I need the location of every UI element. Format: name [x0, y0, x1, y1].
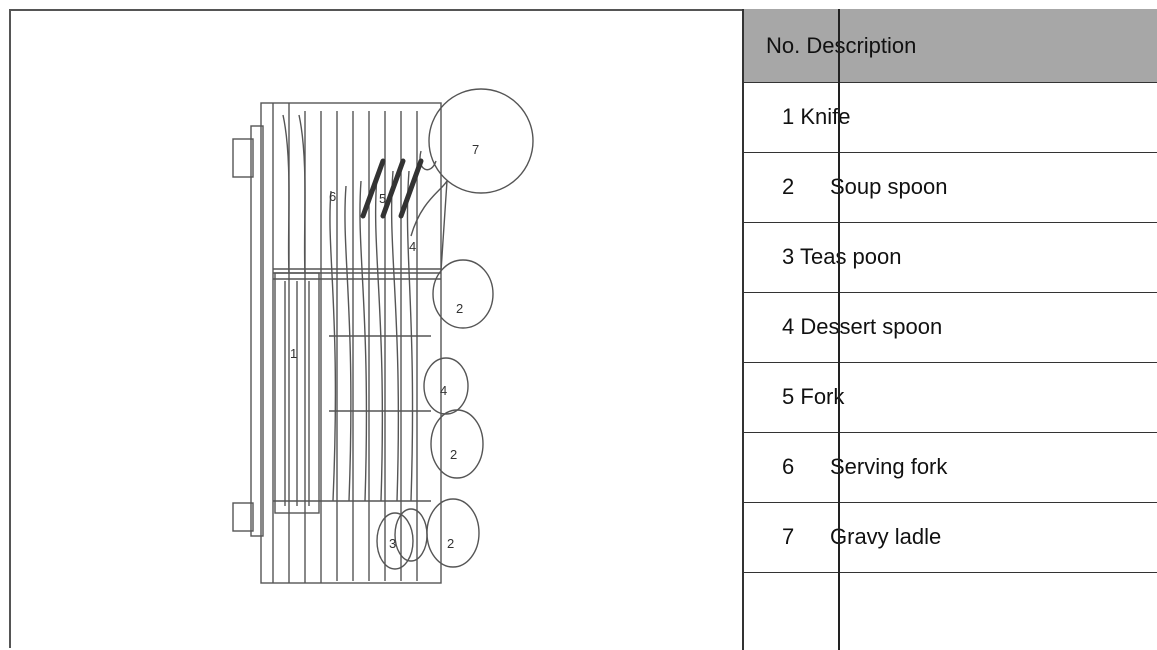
- callout-7: 7: [472, 142, 479, 157]
- callout-4-top: 4: [409, 239, 416, 254]
- cutlery-basket-drawing: 7 6 5 4 2 1 4 2 3 2: [232, 88, 534, 584]
- basket-outline: [260, 102, 442, 584]
- legend-row: 2 Soup spoon: [744, 153, 1157, 223]
- legend-header: No. Description: [744, 9, 1157, 83]
- legend-table: No. Description 1 Knife 2 Soup spoon 3 T…: [742, 9, 1157, 650]
- callout-4: 4: [440, 383, 447, 398]
- basket-handle-bottom: [232, 502, 254, 532]
- callout-5: 5: [379, 191, 386, 206]
- legend-row-empty: [744, 573, 1157, 643]
- callout-2-bottom: 2: [447, 536, 454, 551]
- callout-3: 3: [389, 536, 396, 551]
- basket-handle-top: [232, 138, 254, 178]
- legend-row: 4 Dessert spoon: [744, 293, 1157, 363]
- callout-2-middle: 2: [450, 447, 457, 462]
- gravy-ladle-bowl: [428, 88, 534, 194]
- legend-row-text: 5 Fork: [782, 384, 845, 409]
- legend-row: 6 Serving fork: [744, 433, 1157, 503]
- figure-frame: 7 6 5 4 2 1 4 2 3 2 No. Description 1 Kn…: [9, 9, 1157, 650]
- cutlery-basket-diagram: 7 6 5 4 2 1 4 2 3 2: [11, 11, 742, 648]
- legend-row-description: Soup spoon: [830, 174, 948, 199]
- legend-row-description: Gravy ladle: [830, 524, 942, 549]
- legend-row-number: 2: [782, 174, 795, 199]
- legend-row-number: 7: [782, 524, 795, 549]
- callout-2-top: 2: [456, 301, 463, 316]
- legend-row-description: Serving fork: [830, 454, 948, 479]
- callout-6: 6: [329, 189, 336, 204]
- basket-left-wall: [250, 125, 264, 537]
- legend-row-text: 3 Teas poon: [782, 244, 902, 269]
- legend-row: 7 Gravy ladle: [744, 503, 1157, 573]
- legend-row-number: 6: [782, 454, 795, 479]
- legend-row: 3 Teas poon: [744, 223, 1157, 293]
- callout-1: 1: [290, 346, 297, 361]
- legend-row-text: 1 Knife: [782, 104, 851, 129]
- legend-header-label: No. Description: [766, 33, 917, 58]
- legend-row: 5 Fork: [744, 363, 1157, 433]
- legend-column-divider: [838, 9, 840, 650]
- legend-row: 1 Knife: [744, 83, 1157, 153]
- legend-row-text: 4 Dessert spoon: [782, 314, 943, 339]
